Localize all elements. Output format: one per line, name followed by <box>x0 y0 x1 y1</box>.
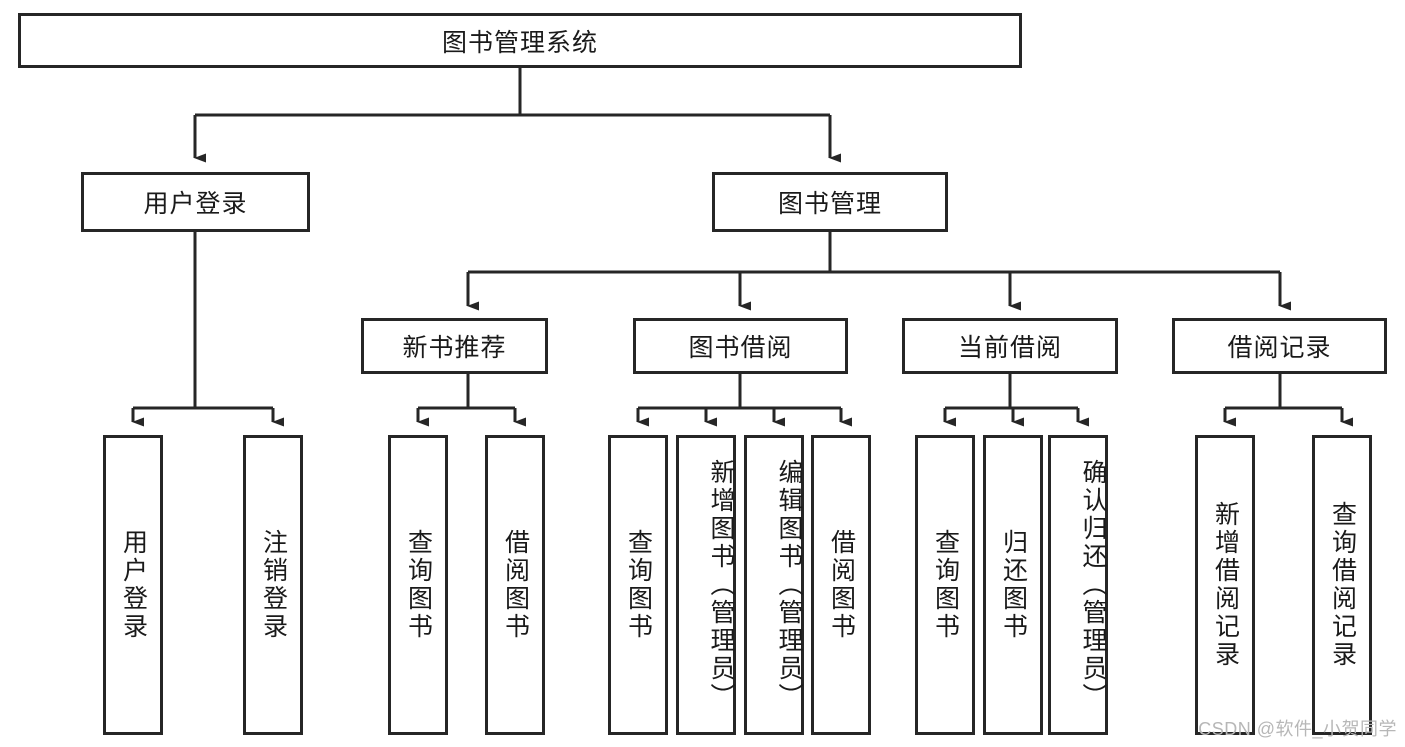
watermark: CSDN @软件_小贺同学 <box>1198 719 1397 739</box>
leaf-label: 归还图书 <box>999 529 1028 641</box>
leaf-borrow-edit-book[interactable]: 编辑图书（管理员） <box>744 435 804 735</box>
leaf-label: 新增图书（管理员） <box>707 459 735 711</box>
leaf-borrow-query-book[interactable]: 查询图书 <box>608 435 668 735</box>
node-user-login[interactable]: 用户登录 <box>81 172 310 232</box>
leaf-borrow-borrow-book[interactable]: 借阅图书 <box>811 435 871 735</box>
node-borrow-record[interactable]: 借阅记录 <box>1172 318 1387 374</box>
leaf-current-query-book[interactable]: 查询图书 <box>915 435 975 735</box>
leaf-label: 借阅图书 <box>827 529 856 641</box>
leaf-user-login-logout[interactable]: 注销登录 <box>243 435 303 735</box>
leaf-label: 用户登录 <box>119 529 148 641</box>
node-root[interactable]: 图书管理系统 <box>18 13 1022 68</box>
node-book-borrow-label: 图书借阅 <box>688 334 793 362</box>
leaf-new-book-query[interactable]: 查询图书 <box>388 435 448 735</box>
leaf-label: 查询图书 <box>624 529 653 641</box>
leaf-label: 查询借阅记录 <box>1328 501 1357 669</box>
leaf-label: 编辑图书（管理员） <box>775 459 803 711</box>
leaf-new-book-borrow[interactable]: 借阅图书 <box>485 435 545 735</box>
leaf-label: 确认归还（管理员） <box>1079 459 1107 711</box>
leaf-record-query[interactable]: 查询借阅记录 <box>1312 435 1372 735</box>
leaf-label: 新增借阅记录 <box>1211 501 1240 669</box>
node-current-borrow[interactable]: 当前借阅 <box>902 318 1118 374</box>
node-current-borrow-label: 当前借阅 <box>957 334 1062 362</box>
leaf-user-login-login[interactable]: 用户登录 <box>103 435 163 735</box>
node-book-management-label: 图书管理 <box>777 190 882 218</box>
leaf-current-return-book[interactable]: 归还图书 <box>983 435 1043 735</box>
leaf-label: 查询图书 <box>931 529 960 641</box>
node-new-book-recommend-label: 新书推荐 <box>402 334 507 362</box>
node-book-management[interactable]: 图书管理 <box>712 172 948 232</box>
node-new-book-recommend[interactable]: 新书推荐 <box>361 318 548 374</box>
node-user-login-label: 用户登录 <box>143 190 248 218</box>
node-borrow-record-label: 借阅记录 <box>1227 334 1332 362</box>
leaf-borrow-add-book[interactable]: 新增图书（管理员） <box>676 435 736 735</box>
leaf-label: 借阅图书 <box>501 529 530 641</box>
leaf-label: 查询图书 <box>404 529 433 641</box>
leaf-current-confirm-return[interactable]: 确认归还（管理员） <box>1048 435 1108 735</box>
node-root-label: 图书管理系统 <box>441 28 598 57</box>
leaf-record-add[interactable]: 新增借阅记录 <box>1195 435 1255 735</box>
node-book-borrow[interactable]: 图书借阅 <box>633 318 848 374</box>
leaf-label: 注销登录 <box>259 529 288 641</box>
